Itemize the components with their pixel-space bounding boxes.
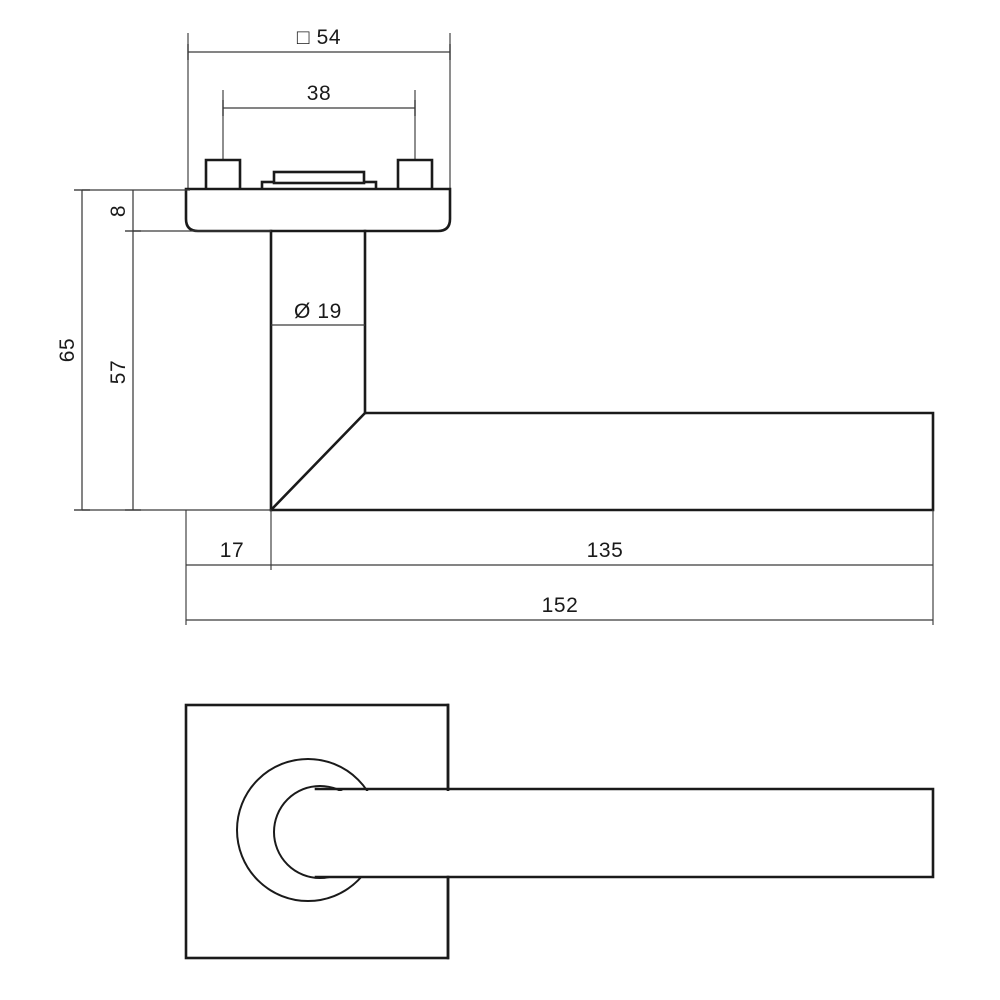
dimension-neck-height: 57 bbox=[107, 230, 271, 511]
plan-view bbox=[184, 703, 935, 960]
screw-post-left bbox=[204, 158, 242, 190]
spindle-cap bbox=[260, 170, 378, 192]
dim-label-total-height: 65 bbox=[56, 338, 79, 363]
dim-label-neck-height: 57 bbox=[107, 360, 130, 385]
lever-arm-plan bbox=[314, 787, 935, 879]
dim-label-rosette-thickness: 8 bbox=[107, 205, 130, 217]
dimension-screw-spacing: 38 bbox=[222, 82, 416, 165]
dimension-total-height: 65 bbox=[56, 189, 271, 511]
dimension-rosette-width: □ 54 bbox=[187, 26, 451, 190]
dim-label-neck-diameter: Ø 19 bbox=[294, 300, 342, 323]
screw-post-right bbox=[396, 158, 434, 190]
dimension-lever-length: 135 bbox=[271, 510, 934, 625]
dim-label-overall-length: 152 bbox=[542, 594, 579, 617]
lever-interior-mask bbox=[322, 791, 934, 877]
dimension-overall-length: 152 bbox=[186, 594, 933, 621]
dimension-lever-offset: 17 bbox=[185, 510, 272, 625]
dim-label-rosette-width: □ 54 bbox=[297, 26, 341, 49]
dim-label-screw-spacing: 38 bbox=[307, 82, 332, 105]
lever-arm bbox=[269, 411, 935, 512]
dim-label-lever-offset: 17 bbox=[220, 539, 245, 562]
spindle-cap-top bbox=[272, 170, 366, 185]
dimension-neck-diameter: Ø 19 bbox=[271, 300, 365, 326]
elevation-view: □ 54 38 bbox=[56, 26, 935, 625]
rosette-plate bbox=[184, 187, 452, 233]
dimension-rosette-thickness: 8 bbox=[107, 190, 134, 231]
dim-label-lever-length: 135 bbox=[587, 539, 624, 562]
